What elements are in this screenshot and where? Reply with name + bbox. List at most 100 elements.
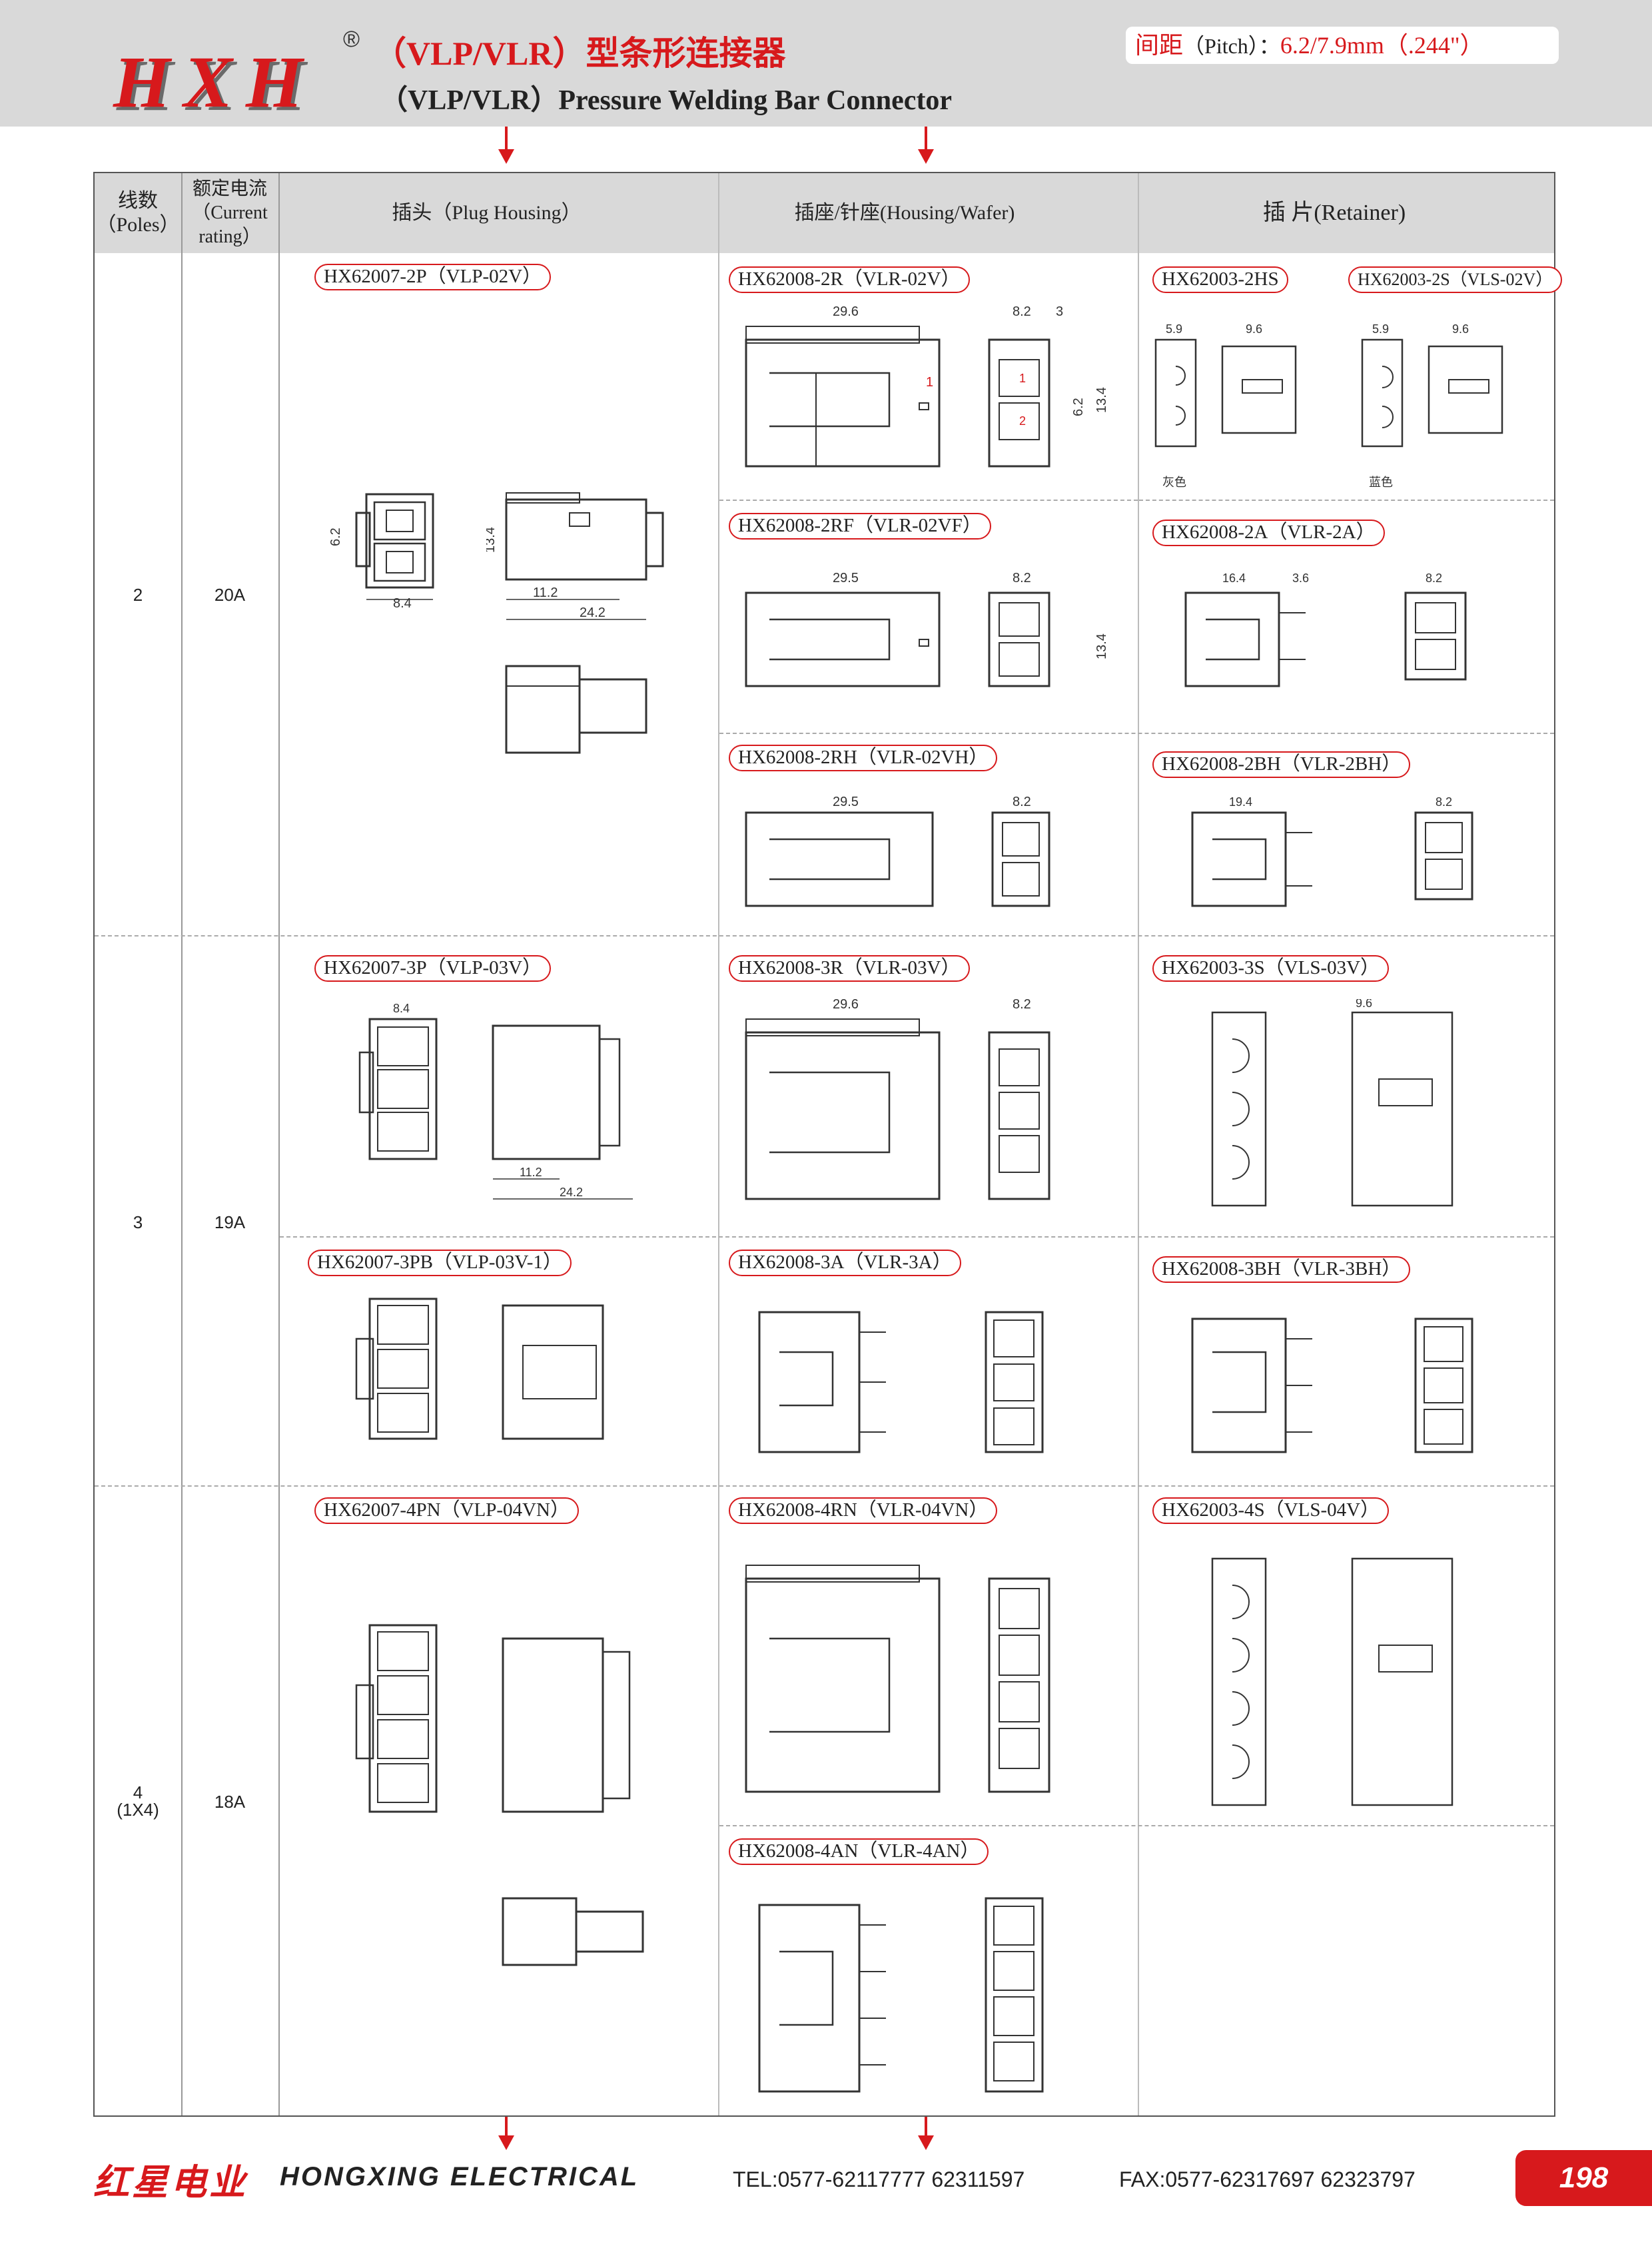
row-divider [95, 1485, 1554, 1487]
connector-table: 线数 （Poles） 额定电流 （Current rating） 插头（Plug… [93, 172, 1555, 2117]
svg-text:5.9: 5.9 [1166, 322, 1182, 336]
part-number: HX62007-4PN（VLP-04VN） [314, 1497, 579, 1524]
part-number: HX62003-4S（VLS-04V） [1152, 1497, 1390, 1524]
sub-divider [719, 500, 1138, 501]
svg-text:8.2: 8.2 [1013, 571, 1031, 585]
part-number: HX62008-2RH（VLR-02VH） [729, 745, 998, 771]
col-retainer-header: 插 片(Retainer) [1262, 200, 1406, 225]
retainer-2bh-drawing: 19.4 8.2 [1172, 793, 1532, 919]
svg-text:3: 3 [1056, 304, 1063, 319]
svg-text:9.6: 9.6 [1356, 999, 1372, 1010]
company-name-en: HONGXING ELECTRICAL [280, 2162, 639, 2191]
housing-2r-drawing: 1 29.6 1 2 8.2 3 13.4 6.2 [733, 300, 1146, 486]
svg-text:16.4: 16.4 [1222, 571, 1246, 585]
svg-text:24.2: 24.2 [580, 605, 606, 620]
divider [278, 173, 280, 2115]
svg-text:5.9: 5.9 [1372, 322, 1389, 336]
svg-text:19.4: 19.4 [1229, 795, 1252, 809]
plug-2p-iso-drawing [500, 659, 666, 759]
plug-4pn-drawing [330, 1612, 676, 1972]
part-number: HX62008-3BH（VLR-3BH） [1152, 1256, 1411, 1283]
svg-text:1: 1 [1019, 372, 1026, 385]
part-number: HX62007-3PB（VLP-03V-1） [308, 1250, 572, 1276]
svg-text:6.2: 6.2 [328, 528, 343, 546]
part-number: HX62008-3A（VLR-3A） [729, 1250, 961, 1276]
svg-text:29.5: 29.5 [833, 571, 859, 585]
svg-text:13.4: 13.4 [486, 527, 498, 553]
poles-value: 2 [133, 585, 143, 605]
retainer-3bh-drawing [1172, 1299, 1532, 1472]
divider [181, 173, 183, 2115]
registered-mark: ® [343, 27, 360, 52]
sub-divider [719, 733, 1554, 734]
retainer-3s-drawing: 9.6 [1186, 999, 1505, 1226]
svg-text:11.2: 11.2 [533, 585, 558, 600]
pitch-label-cn: 间距 [1135, 32, 1184, 59]
svg-text:8.2: 8.2 [1436, 795, 1452, 809]
poles-value: 4 (1X4) [117, 1782, 159, 1820]
svg-text:11.2: 11.2 [520, 1166, 542, 1179]
retainer-4s-drawing [1186, 1545, 1505, 1825]
part-number: HX62003-2S（VLS-02V） [1348, 266, 1563, 293]
svg-text:13.4: 13.4 [1094, 387, 1109, 413]
part-number: HX62007-2P（VLP-02V） [314, 264, 552, 290]
svg-text:6.2: 6.2 [1071, 398, 1086, 416]
svg-text:29.6: 29.6 [833, 304, 859, 319]
current-value: 18A [214, 1792, 246, 1812]
divider [718, 173, 719, 2115]
brand-logo: HXH [113, 41, 316, 123]
plug-2p-side-drawing: 11.2 24.2 13.4 [486, 486, 686, 626]
svg-text:9.6: 9.6 [1452, 322, 1469, 336]
part-number: HX62008-3R（VLR-03V） [729, 955, 970, 982]
sub-divider [719, 1825, 1554, 1826]
svg-text:9.6: 9.6 [1246, 322, 1262, 336]
part-number: HX62003-3S（VLS-03V） [1152, 955, 1390, 982]
sub-divider [1139, 500, 1554, 501]
row-divider [95, 935, 1554, 936]
pitch-value: 6.2/7.9mm（.244"） [1280, 32, 1484, 59]
sub-divider [280, 1236, 1554, 1238]
svg-text:29.5: 29.5 [833, 795, 859, 809]
pitch-label-en: （Pitch）： [1183, 34, 1280, 58]
page-title-cn: （VLP/VLR）型条形连接器 [373, 35, 786, 72]
part-number: HX62008-2A（VLR-2A） [1152, 520, 1385, 546]
phone-numbers: TEL:0577-62117777 62311597 [733, 2167, 1025, 2191]
plug-3p-drawing: 8.4 11.2 24.2 [330, 999, 676, 1212]
housing-2rf-drawing: 29.5 8.2 13.4 [733, 566, 1146, 713]
page-title-en: （VLP/VLR）Pressure Welding Bar Connector [380, 85, 953, 116]
housing-3r-drawing: 29.6 8.2 [733, 992, 1146, 1219]
page-number: 198 [1515, 2150, 1652, 2206]
part-number: HX62008-4AN（VLR-4AN） [729, 1838, 989, 1865]
current-value: 19A [214, 1212, 246, 1232]
current-value: 20A [214, 585, 246, 605]
housing-2rh-drawing: 29.5 8.2 [733, 793, 1146, 926]
poles-value: 3 [133, 1212, 143, 1232]
col-plug-header: 插头（Plug Housing） [392, 202, 582, 224]
housing-3a-drawing [746, 1292, 1132, 1472]
col-poles-header: 线数 （Poles） [96, 190, 180, 236]
pitch-box: 间距（Pitch）：6.2/7.9mm（.244"） [1126, 27, 1559, 64]
svg-text:24.2: 24.2 [560, 1186, 583, 1199]
svg-text:蓝色: 蓝色 [1369, 476, 1393, 489]
part-number: HX62008-2BH（VLR-2BH） [1152, 751, 1411, 778]
part-number: HX62003-2HS [1152, 266, 1288, 293]
divider [1138, 173, 1139, 2115]
svg-text:8.4: 8.4 [393, 596, 412, 611]
fax-numbers: FAX:0577-62317697 62323797 [1119, 2167, 1416, 2191]
col-current-header: 额定电流 （Current rating） [192, 179, 268, 247]
svg-text:13.4: 13.4 [1094, 633, 1109, 659]
part-number: HX62008-2RF（VLR-02VF） [729, 513, 991, 540]
table-header [95, 173, 1554, 253]
retainer-2hs-drawing: 5.9 9.6 灰色 5.9 9.6 蓝色 [1142, 313, 1542, 500]
svg-text:1: 1 [926, 375, 933, 390]
part-number: HX62008-4RN（VLR-04VN） [729, 1497, 998, 1524]
retainer-2a-drawing: 16.4 3.6 8.2 [1159, 566, 1532, 699]
col-housing-header: 插座/针座(Housing/Wafer) [794, 202, 1015, 224]
plug-3pb-drawing [330, 1286, 676, 1472]
company-name-cn: 红星电业 [93, 2163, 248, 2203]
svg-text:8.2: 8.2 [1426, 571, 1442, 585]
part-number: HX62008-2R（VLR-02V） [729, 266, 970, 293]
housing-4rn-drawing [733, 1539, 1146, 1812]
svg-text:2: 2 [1019, 414, 1026, 428]
svg-text:8.2: 8.2 [1013, 795, 1031, 809]
